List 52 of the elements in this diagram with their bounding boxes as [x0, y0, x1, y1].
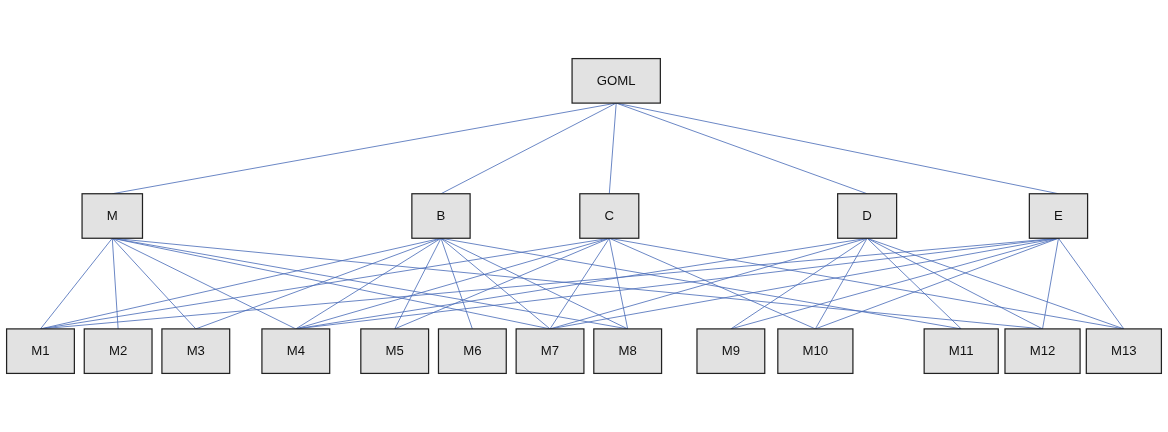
connector [295, 237, 868, 330]
connector [394, 237, 610, 330]
node-box: M10 [777, 328, 854, 375]
connector [111, 237, 197, 330]
node-box: M3 [161, 328, 231, 375]
node-box: M6 [437, 328, 507, 375]
node-box: M9 [696, 328, 766, 375]
connector [440, 102, 617, 195]
connector [866, 237, 1125, 330]
node-box: GOML [571, 57, 661, 104]
node-box: M2 [83, 328, 153, 375]
connector [608, 237, 1125, 330]
connector [608, 237, 629, 330]
connector [730, 237, 868, 330]
connector [40, 237, 113, 330]
connector [440, 237, 629, 330]
node-box: B [411, 193, 471, 239]
connector [549, 237, 610, 330]
connector [1058, 237, 1125, 330]
connector [866, 237, 962, 330]
connector [440, 237, 962, 330]
node-box: M5 [360, 328, 430, 375]
connector [394, 237, 442, 330]
node-box: M1 [5, 328, 75, 375]
node-box: E [1028, 193, 1089, 239]
node-box: M7 [515, 328, 585, 375]
connector [111, 237, 629, 330]
connector [549, 237, 868, 330]
connector [295, 237, 610, 330]
node-box: M13 [1085, 328, 1163, 375]
connector [814, 237, 868, 330]
node-box: M4 [261, 328, 331, 375]
node-box: D [837, 193, 898, 239]
connector [814, 237, 1059, 330]
connector [866, 237, 1043, 330]
node-box: M11 [923, 328, 999, 375]
connector [111, 237, 119, 330]
connector [440, 237, 473, 330]
connector [730, 237, 1059, 330]
connector [40, 237, 610, 330]
connector [440, 237, 551, 330]
connector [1042, 237, 1059, 330]
connector [40, 237, 442, 330]
node-box: C [579, 193, 640, 239]
node-box: M12 [1004, 328, 1081, 375]
connector [295, 237, 442, 330]
connector [111, 237, 551, 330]
connector [549, 237, 1059, 330]
connector [295, 237, 1059, 330]
node-box: M [81, 193, 144, 239]
connector [608, 102, 617, 195]
node-box: M8 [593, 328, 663, 375]
